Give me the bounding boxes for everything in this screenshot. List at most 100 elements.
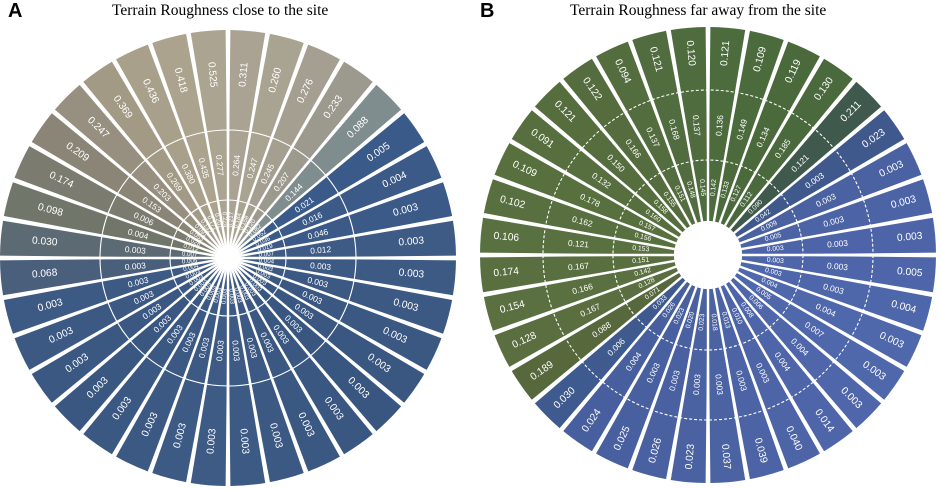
panel-a-sector-gap <box>235 267 376 434</box>
panel-b-middle-value: 0.003 <box>691 373 703 395</box>
panel-b-sector <box>480 217 675 255</box>
panel-b-center-hole <box>674 221 742 289</box>
panel-b-sector <box>734 110 905 238</box>
panel-a-sector-gap <box>187 270 227 483</box>
panel-b-sector <box>719 41 820 226</box>
panel-a-middle-value: 0.264 <box>230 154 242 176</box>
panel-b-sector-gap <box>739 175 923 245</box>
panel-a-outer-value: 0.003 <box>398 267 425 280</box>
panel-a-sector-gap <box>238 142 427 253</box>
panel-b-inner-value: 0.133 <box>720 180 731 198</box>
panel-b-sector-gap <box>509 270 680 371</box>
panel-a-inner-value: 0.201 <box>213 212 224 229</box>
panel-b-inner-value: 0.023 <box>698 313 706 331</box>
panel-b-sector <box>596 41 697 226</box>
panel-b-sector-gap <box>741 259 933 296</box>
panel-a-sector-gap <box>239 178 443 255</box>
panel-a-outer-value: 0.003 <box>398 235 425 248</box>
panel-a-sector-gap <box>3 217 216 257</box>
panel-a-sector-gap <box>187 33 227 246</box>
panel-a-sector-gap <box>80 82 221 249</box>
panel-a-sector-gap <box>240 217 453 257</box>
panel-a-inner-value: 0.003 <box>213 286 224 303</box>
panel-b-sector <box>725 58 853 229</box>
panel-b-sector <box>534 277 686 429</box>
panel-b-sector-gap <box>712 288 749 480</box>
panel-a-title: Terrain Roughness close to the site <box>112 2 329 19</box>
panel-a-sector-gap <box>240 259 453 299</box>
panel-b-sector <box>714 30 784 223</box>
panel-a-inner-value: 0.019 <box>257 243 274 254</box>
panel-a-inner-value: 0.007 <box>182 250 199 258</box>
panel-b-sector <box>534 81 686 233</box>
panel-b-sector <box>511 110 682 238</box>
panel-b-sector-gap <box>728 79 856 230</box>
panel-a-sector <box>240 182 453 256</box>
panel-a-sector <box>190 270 228 486</box>
panel-a-sector <box>239 262 442 370</box>
panel-a-inner-value: 0.004 <box>182 262 199 273</box>
panel-a-inner-value: 0.003 <box>233 287 244 304</box>
panel-b-sector-gap <box>628 286 698 470</box>
panel-a-sector-gap <box>80 267 221 434</box>
panel-b-sector-gap <box>741 214 933 251</box>
panel-b-sector-gap <box>532 275 683 403</box>
panel-b-sector <box>730 81 882 233</box>
panel-b-inner-value: 0.020 <box>685 311 696 329</box>
panel-b-sector <box>741 217 936 255</box>
panel-a-sector <box>228 30 266 246</box>
panel-b-sector <box>494 266 679 367</box>
panel-b-inner-value: 0.142 <box>634 267 652 278</box>
panel-b-sector-gap <box>493 265 677 335</box>
panel-b-inner-value: 0.005 <box>764 232 782 243</box>
panel-a-polar-disc: 0.2170.1840.1580.1200.0820.0520.0360.019… <box>0 30 456 486</box>
panel-a-sector-gap <box>231 269 308 473</box>
panel-b-sector-gap <box>592 56 693 227</box>
panel-a-sector-gap <box>3 259 216 299</box>
panel-a-sector-gap <box>29 142 218 253</box>
panel-b-sector-gap <box>483 214 675 251</box>
panel-a-sector <box>14 146 217 254</box>
panel-a-inner-value: 0.003 <box>257 263 274 274</box>
panel-b-sector <box>563 281 691 452</box>
panel-b-sector <box>740 179 933 249</box>
panel-a-inner-value: 0.003 <box>227 288 235 305</box>
panel-b-sector <box>737 143 922 244</box>
panel-b-sector <box>730 277 882 429</box>
panel-b-inner-value: 0.018 <box>710 313 718 331</box>
panel-a-sector <box>152 33 226 246</box>
panel-a-sector-gap <box>237 265 404 406</box>
panel-b-sector-gap <box>718 286 788 470</box>
panel-b-outer-value: 0.120 <box>684 40 697 67</box>
panel-a-sector <box>230 270 304 483</box>
panel-b-sector <box>725 281 853 452</box>
panel-a-inner-value: 0.007 <box>258 250 275 258</box>
panel-a-sector-gap <box>233 59 344 248</box>
panel-b-inner-value: 0.003 <box>764 267 782 278</box>
panel-b-outer-value: 0.121 <box>719 40 732 67</box>
panel-a-sector <box>240 258 456 296</box>
panel-a-outer-value: 0.003 <box>237 428 250 455</box>
panel-b-sector-gap <box>733 107 884 235</box>
panel-a-sector <box>232 44 340 247</box>
panel-b-sector <box>511 272 682 400</box>
panel-b-sector-gap <box>733 275 884 403</box>
panel-b-sector-gap <box>718 40 788 224</box>
panel-a-sector <box>240 220 456 258</box>
panel-a-outer-value: 0.311 <box>237 62 250 88</box>
panel-a-inner-value: 0.003 <box>220 288 228 305</box>
panel-b-middle-value: 0.137 <box>691 115 703 137</box>
panel-a-sector <box>3 182 216 256</box>
panel-b-sector <box>670 27 708 222</box>
panel-a-sector-gap <box>229 270 269 483</box>
panel-a-outer-value: 0.525 <box>205 62 218 89</box>
panel-b-inner-value: 0.148 <box>685 181 696 199</box>
panel-b-inner-value: 0.145 <box>698 179 706 197</box>
panel-b-sector-gap <box>592 283 693 454</box>
panel-b-sector <box>480 255 675 293</box>
panel-b-sector <box>714 287 784 480</box>
panel-b-sector-gap <box>723 283 824 454</box>
panel-a-sector-gap <box>148 43 225 247</box>
panel-b-sector <box>596 284 697 469</box>
